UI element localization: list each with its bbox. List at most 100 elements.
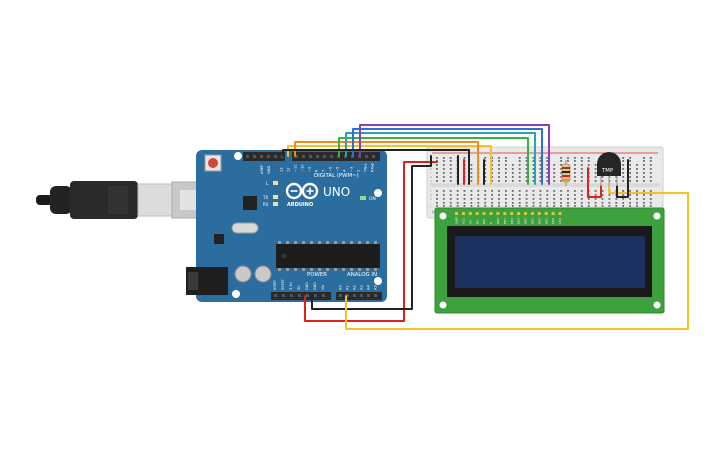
breadboard-rail-hole[interactable] <box>498 157 500 159</box>
breadboard-hole[interactable] <box>484 205 487 207</box>
breadboard-hole[interactable] <box>649 172 652 174</box>
breadboard-hole[interactable] <box>560 194 562 196</box>
breadboard-rail-hole[interactable] <box>436 160 438 162</box>
breadboard-hole[interactable] <box>505 164 507 166</box>
breadboard-hole[interactable] <box>546 172 549 174</box>
breadboard-hole[interactable] <box>560 168 562 170</box>
breadboard-hole[interactable] <box>505 172 507 174</box>
breadboard-hole[interactable] <box>553 205 556 207</box>
breadboard-hole[interactable] <box>491 198 493 200</box>
breadboard-hole[interactable] <box>484 176 487 178</box>
breadboard-hole[interactable] <box>498 180 500 182</box>
breadboard-hole[interactable] <box>580 194 583 196</box>
breadboard-hole[interactable] <box>636 164 638 166</box>
breadboard-hole[interactable] <box>601 194 604 196</box>
breadboard-hole[interactable] <box>505 194 507 196</box>
breadboard-hole[interactable] <box>643 198 645 200</box>
breadboard-rail-hole[interactable] <box>525 160 528 162</box>
breadboard-hole[interactable] <box>511 176 514 178</box>
breadboard-hole[interactable] <box>484 180 487 182</box>
breadboard-hole[interactable] <box>580 190 583 192</box>
breadboard-hole[interactable] <box>442 164 445 166</box>
breadboard-hole[interactable] <box>643 164 645 166</box>
breadboard-hole[interactable] <box>574 176 576 178</box>
breadboard-hole[interactable] <box>484 172 487 174</box>
lcd-pin[interactable] <box>544 212 548 215</box>
breadboard-hole[interactable] <box>470 176 473 178</box>
breadboard-hole[interactable] <box>525 180 528 182</box>
breadboard-hole[interactable] <box>539 180 542 182</box>
breadboard-hole[interactable] <box>498 164 500 166</box>
breadboard-hole[interactable] <box>525 168 528 170</box>
breadboard-hole[interactable] <box>532 194 535 196</box>
breadboard-hole[interactable] <box>539 168 542 170</box>
breadboard-hole[interactable] <box>518 172 521 174</box>
digital-header-left[interactable] <box>243 152 285 161</box>
breadboard-rail-hole[interactable] <box>539 160 542 162</box>
breadboard-hole[interactable] <box>498 172 500 174</box>
breadboard-hole[interactable] <box>649 198 652 200</box>
breadboard-hole[interactable] <box>532 176 535 178</box>
breadboard-hole[interactable] <box>615 205 618 207</box>
breadboard-hole[interactable] <box>436 194 438 196</box>
breadboard-hole[interactable] <box>449 180 452 182</box>
breadboard-hole[interactable] <box>442 190 445 192</box>
lcd-pin[interactable] <box>551 212 555 215</box>
breadboard-hole[interactable] <box>553 194 556 196</box>
breadboard-hole[interactable] <box>629 168 631 170</box>
breadboard-rail-hole[interactable] <box>629 160 631 162</box>
breadboard-hole[interactable] <box>567 190 569 192</box>
wire-purple-d2[interactable] <box>359 124 550 185</box>
breadboard-hole[interactable] <box>553 190 556 192</box>
wire-green-d5[interactable] <box>338 137 529 185</box>
breadboard-hole[interactable] <box>622 172 625 174</box>
breadboard-hole[interactable] <box>505 180 507 182</box>
breadboard-rail-hole[interactable] <box>449 160 452 162</box>
breadboard-rail-hole[interactable] <box>546 157 549 159</box>
wire-blue-d3[interactable] <box>352 128 543 185</box>
breadboard-hole[interactable] <box>560 180 562 182</box>
breadboard-hole[interactable] <box>643 176 645 178</box>
breadboard-rail-hole[interactable] <box>560 160 562 162</box>
breadboard-hole[interactable] <box>449 198 452 200</box>
breadboard-hole[interactable] <box>436 172 438 174</box>
breadboard-hole[interactable] <box>622 164 625 166</box>
breadboard-hole[interactable] <box>629 180 631 182</box>
breadboard-hole[interactable] <box>449 172 452 174</box>
breadboard-hole[interactable] <box>491 202 493 204</box>
breadboard-hole[interactable] <box>436 176 438 178</box>
breadboard-hole[interactable] <box>601 190 604 192</box>
wires[interactable] <box>282 124 689 330</box>
lcd-pin[interactable] <box>482 212 486 215</box>
breadboard-hole[interactable] <box>491 172 493 174</box>
breadboard-hole[interactable] <box>511 164 514 166</box>
breadboard-hole[interactable] <box>553 180 556 182</box>
breadboard-hole[interactable] <box>601 202 604 204</box>
breadboard-hole[interactable] <box>449 194 452 196</box>
breadboard-rail-hole[interactable] <box>587 157 590 159</box>
breadboard-hole[interactable] <box>553 198 556 200</box>
breadboard-hole[interactable] <box>470 168 473 170</box>
breadboard-hole[interactable] <box>532 168 535 170</box>
breadboard-rail-hole[interactable] <box>484 157 487 159</box>
breadboard-hole[interactable] <box>511 168 514 170</box>
breadboard-hole[interactable] <box>553 164 556 166</box>
breadboard-hole[interactable] <box>553 176 556 178</box>
breadboard-hole[interactable] <box>574 202 576 204</box>
breadboard-hole[interactable] <box>601 180 604 182</box>
breadboard-hole[interactable] <box>546 198 549 200</box>
breadboard-hole[interactable] <box>649 190 652 192</box>
breadboard-hole[interactable] <box>470 190 473 192</box>
breadboard-hole[interactable] <box>518 190 521 192</box>
breadboard-rail-hole[interactable] <box>580 160 583 162</box>
breadboard-hole[interactable] <box>601 176 604 178</box>
breadboard-hole[interactable] <box>498 190 500 192</box>
breadboard-hole[interactable] <box>594 202 597 204</box>
lcd-pin[interactable] <box>461 212 465 215</box>
breadboard-hole[interactable] <box>649 205 652 207</box>
breadboard-hole[interactable] <box>546 176 549 178</box>
breadboard-hole[interactable] <box>498 194 500 196</box>
breadboard-hole[interactable] <box>574 205 576 207</box>
breadboard-hole[interactable] <box>539 176 542 178</box>
breadboard-hole[interactable] <box>615 180 618 182</box>
